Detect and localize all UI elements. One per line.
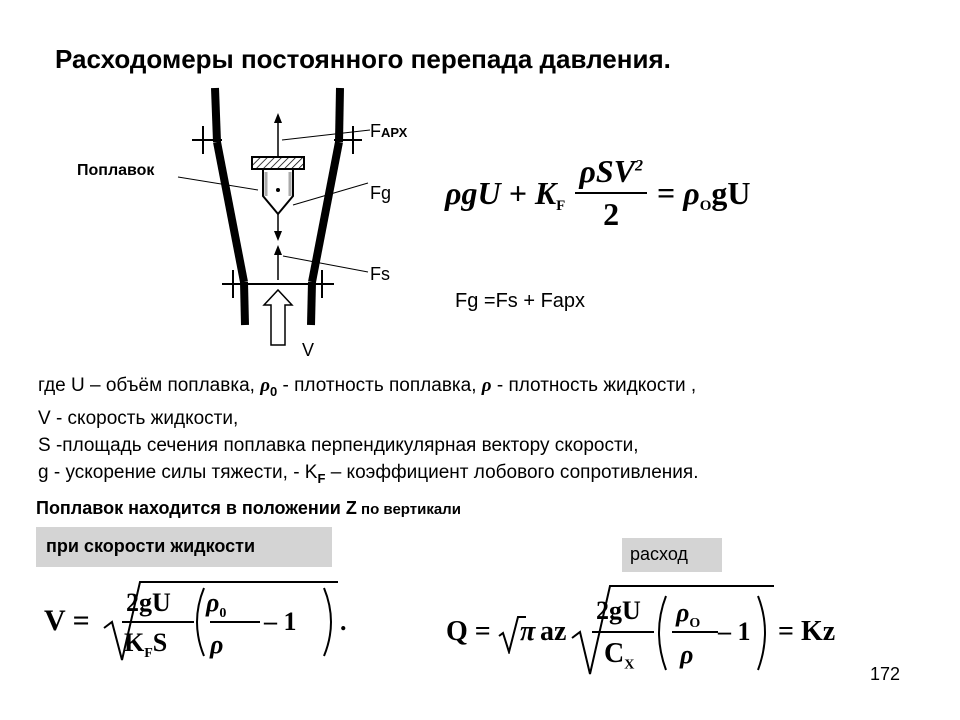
pi-sqrt-sign	[498, 616, 526, 654]
force-equation: Fg =Fs + Fapx	[455, 290, 586, 312]
position-note: Поплавок находится в положении Z по верт…	[36, 498, 461, 518]
page-number: 172	[870, 664, 901, 684]
rotameter-diagram	[177, 87, 371, 346]
archimedes-force-label: FАРХ	[370, 121, 408, 141]
balance-equation: ρgU + K F ρSV2 2 = ρ O gU	[445, 153, 751, 232]
flow-sqrt-sign	[571, 585, 774, 675]
velocity-label: V	[302, 340, 315, 360]
description-line-1: где U – объём поплавка, ρ0 - плотность п…	[38, 375, 697, 399]
inflow-arrow	[262, 288, 294, 346]
drag-force-label: Fs	[370, 264, 390, 284]
right-tube-wall-taper	[308, 141, 343, 283]
variables-description: где U – объём поплавка, ρ0 - плотность п…	[38, 372, 698, 492]
float-center-dot	[276, 188, 280, 192]
velocity-sqrt-sign	[103, 581, 338, 661]
balance-lhs: ρgU + K	[445, 174, 557, 211]
right-tube-wall-upper	[335, 87, 344, 143]
left-tube-wall-taper	[213, 141, 248, 283]
description-line-2: V - скорость жидкости,	[38, 407, 239, 429]
velocity-caption-box: при скорости жидкости	[36, 527, 332, 567]
page-title: Расходомеры постоянного перепада давлени…	[55, 44, 671, 74]
gravity-force-label: Fg	[370, 183, 392, 203]
left-tube-wall-upper	[211, 87, 221, 143]
description-line-4: g - ускорение силы тяжести, - KF – коэфф…	[38, 461, 699, 486]
float-label: Поплавок	[77, 162, 155, 179]
flow-caption-box: расход	[622, 538, 722, 572]
description-line-3: S -площадь сечения поплавка перпендикуля…	[38, 434, 639, 456]
right-tube-wall-lower	[307, 281, 316, 326]
float-cap	[251, 156, 305, 170]
left-tube-wall-lower	[240, 281, 249, 326]
